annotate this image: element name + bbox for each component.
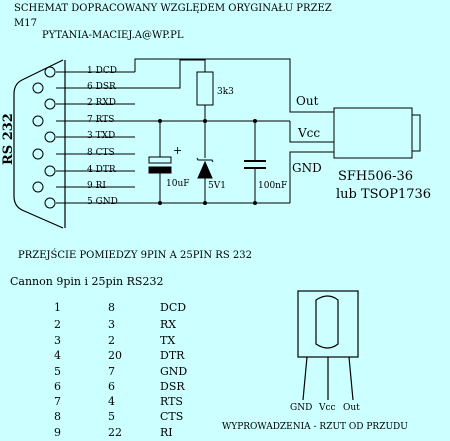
pin-label: 3 TXD (87, 131, 116, 141)
zener-diode (197, 160, 213, 179)
cap-polarity-label: + (173, 144, 183, 157)
table-cell: TX (160, 334, 176, 347)
cap-ceramic-label: 100nF (258, 181, 288, 191)
table-cell: 20 (108, 349, 122, 362)
pinout-lead-out (348, 356, 354, 401)
table-cell: DTR (160, 349, 185, 362)
table-cell: 5 (54, 365, 61, 378)
table-cell: 7 (108, 365, 115, 378)
zener-label: 5V1 (208, 181, 226, 191)
pin-label: 4 DTR (87, 165, 116, 175)
table-cell: 7 (54, 395, 61, 408)
ir-sensor-lens (411, 114, 421, 152)
table-cell: 8 (108, 301, 115, 314)
adapter-title: PRZEJŚCIE POMIEDZY 9PIN A 25PIN RS 232 (18, 250, 252, 261)
pin-label: 9 RI (87, 181, 106, 191)
resistor-3k3 (196, 71, 214, 106)
cap-electrolytic-body (148, 156, 172, 164)
sensor-part-alt: lub TSOP1736 (336, 187, 432, 202)
table-cell: 22 (108, 426, 122, 439)
table-cell: 1 (54, 301, 61, 314)
pin-label: 1 DCD (87, 66, 117, 76)
pin-label: 5 GND (87, 197, 118, 207)
pinout-label-out: Out (343, 403, 360, 413)
adapter-subtitle: Cannon 9pin i 25pin RS232 (10, 275, 164, 288)
sensor-gnd-label: GND (292, 161, 322, 175)
pin-label: 2 RXD (87, 98, 117, 108)
sensor-part-name: SFH506-36 (338, 169, 414, 184)
table-cell: GND (160, 365, 188, 378)
table-cell: 3 (54, 334, 61, 347)
pinout-caption: WYPROWADZENIA - RZUT OD PRZUDU (222, 422, 408, 432)
table-cell: 3 (108, 318, 115, 331)
sensor-out-label: Out (296, 94, 319, 108)
db9-pins (32, 66, 56, 209)
wire-dsr (135, 59, 206, 89)
table-cell: RX (160, 318, 177, 331)
table-cell: 2 (54, 318, 61, 331)
table-cell: 4 (54, 349, 61, 362)
table-cell: 5 (108, 410, 115, 423)
table-cell: RTS (160, 395, 183, 408)
pin-label: 7 RTS (87, 115, 115, 125)
header-line-1: SCHEMAT DOPRACOWANY WZGLĘDEM ORYGINAŁU P… (14, 3, 332, 14)
resistor-label: 3k3 (217, 87, 234, 97)
table-cell: DCD (160, 301, 187, 314)
table-cell: 8 (54, 410, 61, 423)
pinout-window (315, 295, 339, 349)
pinout-label-vcc: Vcc (319, 403, 336, 413)
ir-sensor-body (333, 107, 413, 159)
connector-label: RS 232 (1, 113, 16, 165)
pin-label: 8 CTS (87, 148, 115, 158)
wire-dcd-out (134, 58, 334, 113)
table-cell: 6 (54, 380, 61, 393)
db9-connector-shell (13, 59, 64, 229)
wire-gnd-sensor (289, 151, 334, 203)
table-cell: CTS (160, 410, 184, 423)
table-cell: 6 (108, 380, 115, 393)
table-cell: DSR (160, 380, 185, 393)
pinout-lead-gnd (302, 356, 308, 401)
wire-vcc-sensor (289, 121, 334, 143)
table-cell: 4 (108, 395, 115, 408)
pin-label: 6 DSR (87, 82, 116, 92)
table-cell: 9 (54, 426, 61, 439)
pinout-label-gnd: GND (290, 403, 313, 413)
pinout-body (297, 290, 359, 358)
sensor-vcc-label: Vcc (298, 126, 321, 140)
header-line-2: M17 (14, 18, 37, 29)
table-cell: RI (160, 426, 173, 439)
junction-dots (158, 119, 257, 205)
pin-stubs (56, 71, 135, 204)
header-email: PYTANIA-MACIEJ.A@WP.PL (42, 30, 184, 41)
cap-electrolytic-label: 10uF (166, 179, 190, 189)
table-cell: 2 (108, 334, 115, 347)
